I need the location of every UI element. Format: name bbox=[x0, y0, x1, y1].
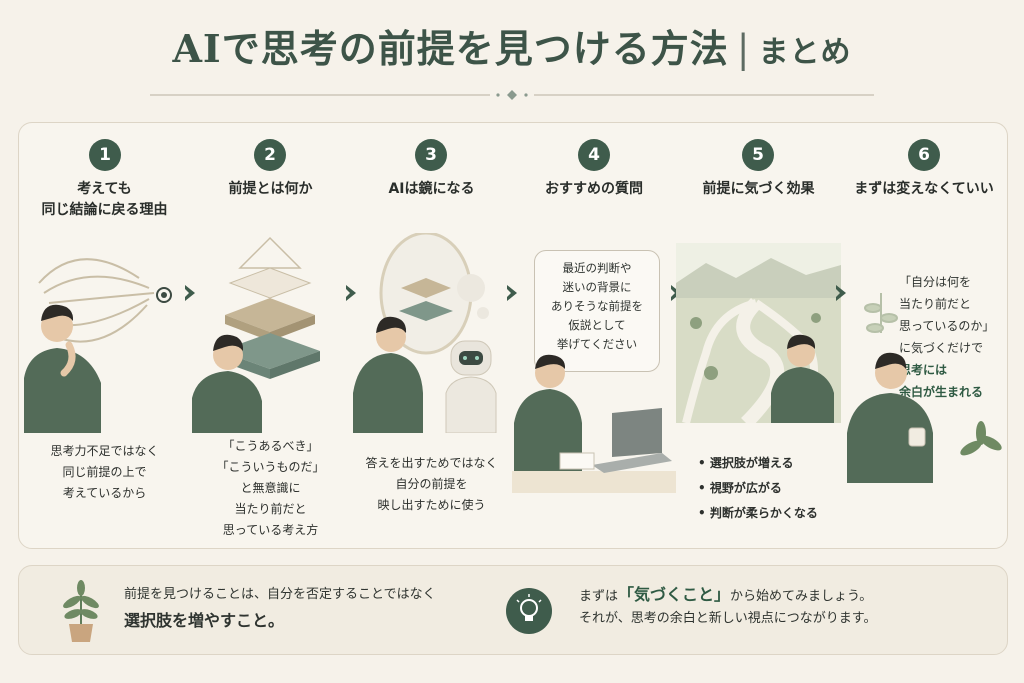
step-2: 2 前提とは何か 「こうあるべき」「こういうものだ」と無意識に当たり前だと思って… bbox=[190, 123, 351, 548]
step-number-badge: 1 bbox=[89, 139, 121, 171]
step-5: 5 前提に気づく効果 選択肢が増える 視野が広がる 判断が柔らかくなる bbox=[676, 123, 841, 548]
title-sub: まとめ bbox=[758, 35, 852, 70]
title-ornament bbox=[150, 90, 874, 100]
footer-left-text: 前提を見つけることは、自分を否定することではなく 選択肢を増やすこと。 bbox=[124, 587, 436, 630]
footer-right-text: まずは「気づくこと」から始めてみましょう。 それが、思考の余白と新しい視点につな… bbox=[579, 585, 877, 626]
lightbulb-icon bbox=[506, 588, 552, 634]
step-heading: 考えても同じ結論に戻る理由 bbox=[41, 181, 168, 218]
effects-list: 選択肢が増える 視野が広がる 判断が柔らかくなる bbox=[698, 451, 818, 526]
arrow-right-icon bbox=[185, 285, 195, 301]
thinking-person-illustration bbox=[24, 258, 172, 433]
step-3: 3 AIは鏡になる 答えを出すためではなく自分の前提を映し出すために使う bbox=[351, 123, 512, 548]
awareness-quote: 「自分は何を当たり前だと思っているのか」に気づくだけで 思考には余白が生まれる bbox=[899, 275, 995, 399]
arrow-right-icon bbox=[346, 285, 356, 301]
step-number-badge: 3 bbox=[415, 139, 447, 171]
title-separator: | bbox=[736, 27, 751, 71]
question-speech-bubble: 最近の判断や迷いの背景にありそうな前提を仮説として挙げてください bbox=[534, 250, 660, 372]
potted-plant-icon bbox=[63, 580, 99, 642]
list-item: 選択肢が増える bbox=[698, 451, 818, 476]
step-heading: AIは鏡になる bbox=[388, 181, 475, 197]
step-number-badge: 6 bbox=[908, 139, 940, 171]
step-heading: 前提に気づく効果 bbox=[702, 181, 815, 197]
relaxed-person-illustration bbox=[847, 293, 1002, 483]
step-number-badge: 2 bbox=[254, 139, 286, 171]
step-number-badge: 4 bbox=[578, 139, 610, 171]
step-body: 思考力不足ではなく同じ前提の上で考えているから bbox=[50, 444, 159, 500]
step-number-badge: 5 bbox=[742, 139, 774, 171]
step-heading: おすすめの質問 bbox=[545, 181, 643, 197]
summary-footer: 前提を見つけることは、自分を否定することではなく 選択肢を増やすこと。 まずは「… bbox=[18, 565, 1008, 655]
list-item: 判断が柔らかくなる bbox=[698, 501, 818, 526]
landscape-paths-illustration bbox=[676, 243, 841, 423]
step-6: 6 まずは変えなくていい 「自分は何を当たり前だと思っているのか」に気づくだけで… bbox=[841, 123, 1007, 548]
step-body: 答えを出すためではなく自分の前提を映し出すために使う bbox=[365, 456, 498, 512]
step-body: 「こうあるべき」「こういうものだ」と無意識に当たり前だと思っている考え方 bbox=[216, 439, 325, 537]
person-laptop-illustration bbox=[512, 354, 676, 493]
list-item: 視野が広がる bbox=[698, 476, 818, 501]
step-4: 4 おすすめの質問 最近の判断や迷いの背景にありそうな前提を仮説として挙げてくだ… bbox=[512, 123, 676, 548]
step-1: 1 考えても同じ結論に戻る理由 思考力不足ではなく同じ前提の上で考えているから bbox=[19, 123, 190, 548]
page-title: AIで思考の前提を見つける方法|まとめ bbox=[0, 18, 1024, 73]
stacked-layers-illustration bbox=[192, 236, 320, 433]
ai-mirror-illustration bbox=[353, 233, 497, 433]
steps-panel: 1 考えても同じ結論に戻る理由 思考力不足ではなく同じ前提の上で考えているから … bbox=[18, 122, 1008, 549]
title-main: AIで思考の前提を見つける方法 bbox=[172, 26, 729, 71]
arrow-right-icon bbox=[836, 285, 846, 301]
step-heading: 前提とは何か bbox=[228, 181, 313, 197]
arrow-right-icon bbox=[507, 285, 517, 301]
step-heading: まずは変えなくていい bbox=[854, 181, 994, 197]
